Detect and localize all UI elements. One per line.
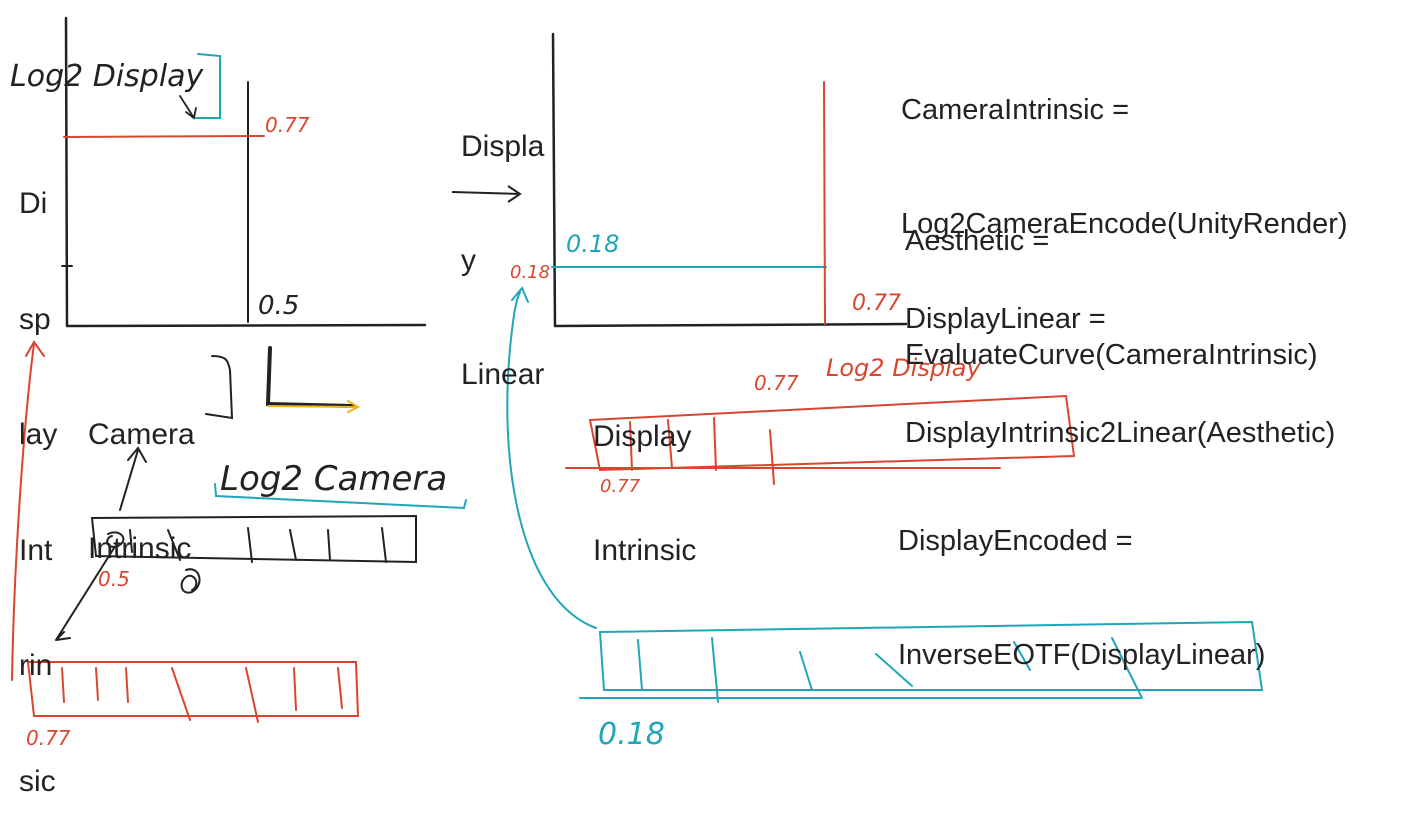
between-charts-arrow xyxy=(451,185,522,203)
left-y-label-line: Int xyxy=(19,533,53,567)
cyan-bar-value: 0.18 xyxy=(598,717,665,752)
right-x-label-line: Intrinsic xyxy=(593,534,697,567)
left-y-label-line: lay xyxy=(19,418,58,451)
left-x-axis-label: Camera Intrinsic xyxy=(88,340,195,606)
right-x-label-line: Display xyxy=(593,420,692,453)
camera-bar-value: 0.5 xyxy=(98,567,130,591)
left-x-label-line: Camera xyxy=(88,418,195,451)
right-y-label-line: Linear xyxy=(461,358,545,391)
left-y-label-line: rin xyxy=(19,649,53,682)
right-bar-value-077-top: 0.77 xyxy=(754,371,799,395)
axes-doodle-yellow-arrow xyxy=(267,400,361,413)
formula-line: EvaluateCurve(CameraIntrinsic) xyxy=(905,339,1318,371)
left-y-label-line: Di xyxy=(19,187,48,220)
formula-camera-intrinsic: CameraIntrinsic = Log2CameraEncode(Unity… xyxy=(901,15,1348,281)
red-bar-up-arrow xyxy=(11,340,45,681)
left-chart-cyan-bracket xyxy=(195,53,221,119)
camera-bar-up-arrow xyxy=(119,446,147,511)
formula-line: InverseEOTF(DisplayLinear) xyxy=(898,639,1266,671)
cyan-bar-up-arrow xyxy=(506,286,597,629)
right-chart xyxy=(551,32,908,328)
camera-bar-scribble xyxy=(106,531,125,548)
right-value-018-cyan: 0.18 xyxy=(566,230,619,258)
whiteboard-sketch: Log2 Display 0.77 0.5 Log2 Camera 0.5 0.… xyxy=(10,16,1264,752)
left-y-axis-label: Di sp lay Int rin sic xyxy=(19,108,57,840)
right-bar-value-077-bottom: 0.77 xyxy=(600,476,641,497)
display-intrinsic-bar xyxy=(565,394,1076,485)
right-value-018-red: 0.18 xyxy=(510,262,550,283)
left-chart-camera-bracket xyxy=(205,355,234,420)
left-y-label-line: sp xyxy=(19,302,51,336)
red-bar xyxy=(11,340,360,723)
display-encoded-bar xyxy=(506,286,1264,703)
log2-camera-label: Log2 Camera xyxy=(220,459,447,499)
formula-line: CameraIntrinsic = xyxy=(901,94,1130,126)
right-chart-red-vline-077 xyxy=(823,81,826,325)
right-y-axis-label: Displa y Linear xyxy=(461,52,544,432)
left-chart xyxy=(61,16,467,511)
camera-bar-scribble-2 xyxy=(180,568,201,594)
camera-intrinsic-bar xyxy=(55,514,417,641)
red-bar-value: 0.77 xyxy=(26,726,71,750)
axes-doodle-icon xyxy=(265,346,354,408)
formula-display-linear: DisplayLinear = DisplayIntrinsic2Linear(… xyxy=(905,224,1335,490)
formula-aesthetic: Aesthetic = EvaluateCurve(CameraIntrinsi… xyxy=(905,146,1318,412)
right-x-axis-label: Display Intrinsic xyxy=(593,342,696,608)
right-value-077: 0.77 xyxy=(852,291,901,316)
formula-line: DisplayEncoded = xyxy=(898,525,1133,557)
formula-line: DisplayIntrinsic2Linear(Aesthetic) xyxy=(905,417,1336,449)
right-y-label-line: y xyxy=(461,244,476,277)
camera-bar-diagonal-arrow xyxy=(55,547,115,641)
formula-line: DisplayLinear = xyxy=(905,303,1106,335)
left-chart-y-axis xyxy=(64,16,69,328)
left-chart-x-axis xyxy=(65,323,427,328)
left-chart-pointer-arrow xyxy=(179,95,197,120)
left-value-077: 0.77 xyxy=(265,113,310,137)
right-log2-display-label: Log2 Display xyxy=(826,354,981,382)
formula-line: Log2CameraEncode(UnityRender) xyxy=(901,208,1348,240)
right-chart-y-axis xyxy=(551,32,557,328)
log2-camera-cyan-underline xyxy=(214,483,467,510)
left-x-label-line: Intrinsic xyxy=(88,532,192,565)
formula-line: Aesthetic = xyxy=(905,225,1050,257)
right-chart-x-axis xyxy=(553,322,908,328)
left-chart-red-line-077 xyxy=(63,135,265,138)
left-log2-display-label: Log2 Display xyxy=(10,59,205,94)
left-y-label-line: sic xyxy=(19,764,56,798)
left-value-05: 0.5 xyxy=(258,291,299,321)
right-y-label-line: Displa xyxy=(461,130,545,163)
formula-display-encoded: DisplayEncoded = InverseEOTF(DisplayLine… xyxy=(898,446,1265,712)
